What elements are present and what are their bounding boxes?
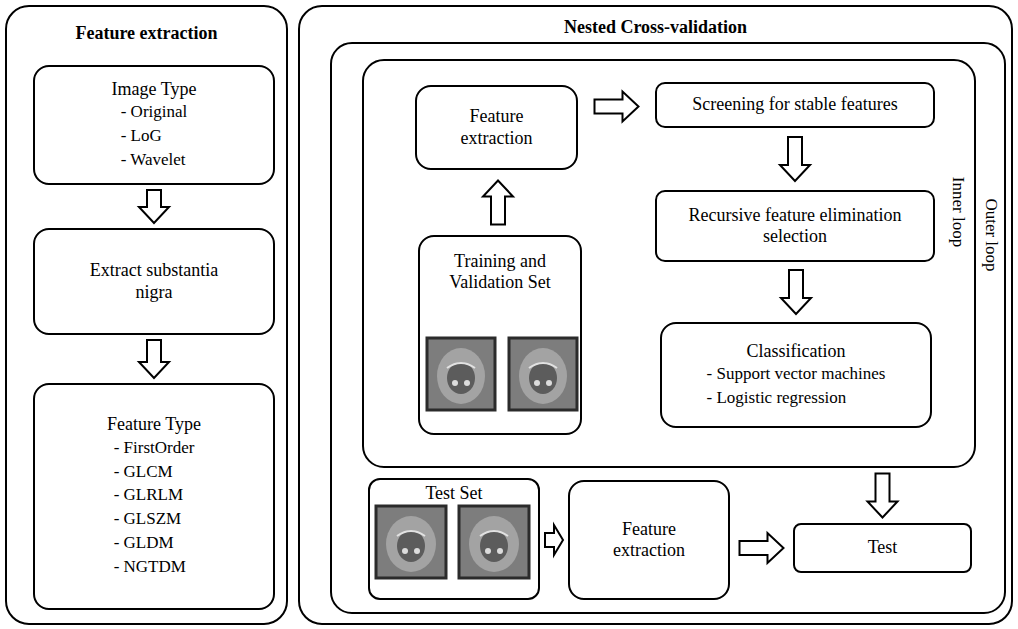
- nigra-spot: [546, 380, 552, 386]
- box-label: Recursive feature elimination selection: [677, 205, 913, 247]
- nigra-spot: [497, 548, 503, 554]
- list-item: - GLCM: [114, 460, 195, 484]
- block-arrow: [868, 474, 898, 518]
- panel-title: Nested Cross-validation: [300, 17, 1011, 38]
- list-item: - GLRLM: [114, 483, 195, 507]
- process-box: Test: [793, 523, 972, 573]
- box-heading: Classification: [747, 341, 846, 362]
- nigra-spot: [485, 548, 491, 554]
- box-label: Training and Validation Set: [438, 251, 562, 293]
- block-arrow: [483, 181, 513, 225]
- box-content: Recursive feature elimination selection: [657, 205, 933, 247]
- block-arrow: [545, 525, 563, 555]
- box-label: Test Set: [425, 483, 482, 504]
- panel: Nested Cross-validationOuter loopInner l…: [298, 5, 1013, 625]
- tissue-edge: [397, 531, 425, 536]
- item-list: - Support vector machines- Logistic regr…: [707, 362, 886, 410]
- item-list: - Original- LoG- Wavelet: [121, 100, 188, 171]
- head-outline: [386, 516, 436, 572]
- mri-slice: [459, 506, 529, 578]
- brainstem: [529, 362, 557, 394]
- box-content: Test: [795, 537, 970, 558]
- brainstem: [447, 362, 475, 394]
- box-content: Feature extraction: [570, 519, 728, 561]
- block-arrow: [139, 340, 169, 378]
- box-content: Training and Validation Set: [420, 251, 580, 293]
- process-box: Screening for stable features: [655, 82, 935, 128]
- loop-label-holder: Outer loop: [981, 198, 1001, 271]
- process-box: Recursive feature elimination selection: [655, 190, 935, 262]
- brainstem: [480, 530, 508, 562]
- tissue-edge: [447, 363, 475, 368]
- tissue-edge: [480, 531, 508, 536]
- list-item: - Support vector machines: [707, 362, 886, 386]
- slice-frame: [427, 338, 495, 410]
- box-content: Classification- Support vector machines-…: [662, 341, 930, 410]
- loop-label-holder: Inner loop: [948, 177, 968, 247]
- process-box: Feature extraction: [415, 85, 578, 170]
- nigra-spot: [464, 380, 470, 386]
- process-box: Image Type- Original- LoG- Wavelet: [33, 65, 275, 185]
- list-item: - Wavelet: [121, 148, 188, 172]
- box-label: Test: [868, 537, 898, 558]
- panel-title-holder: Nested Cross-validation: [300, 17, 1011, 38]
- loop-region: Outer loopInner loopFeature extractionSc…: [330, 42, 1006, 614]
- list-item: - Original: [121, 100, 188, 124]
- list-item: - NGTDM: [114, 555, 195, 579]
- slice-frame: [459, 506, 529, 578]
- box-heading: Image Type: [112, 79, 197, 100]
- box-label: Feature extraction: [590, 519, 708, 561]
- mri-slice: [427, 338, 495, 410]
- process-box: Extract substantia nigra: [33, 228, 275, 335]
- block-arrow: [595, 92, 639, 122]
- head-outline: [437, 348, 485, 404]
- data-box: Test Set: [368, 478, 540, 600]
- slice-frame: [509, 338, 577, 410]
- panel-title: Feature extraction: [7, 23, 286, 44]
- block-arrow: [781, 270, 811, 314]
- panel-title-holder: Feature extraction: [7, 23, 286, 44]
- head-outline: [469, 516, 519, 572]
- head-outline: [519, 348, 567, 404]
- panel: Feature extractionImage Type- Original- …: [5, 5, 288, 625]
- loop-label: Inner loop: [948, 177, 968, 247]
- box-label: Feature extraction: [437, 106, 556, 148]
- nigra-spot: [414, 548, 420, 554]
- tissue-edge: [529, 363, 557, 368]
- loop-region: Inner loop Feature extraction Screening fo…: [362, 59, 976, 468]
- nigra-spot: [534, 380, 540, 386]
- box-content: Feature Type- FirstOrder- GLCM- GLRLM- G…: [35, 414, 273, 578]
- loop-label: Outer loop: [981, 198, 1001, 271]
- box-content: Feature extraction: [417, 106, 576, 148]
- list-item: - Logistic regression: [707, 386, 886, 410]
- list-item: - LoG: [121, 124, 188, 148]
- box-label: Screening for stable features: [692, 94, 897, 115]
- nigra-spot: [452, 380, 458, 386]
- slice-frame: [376, 506, 446, 578]
- data-box: Training and Validation Set: [418, 235, 582, 435]
- block-arrow: [139, 190, 169, 223]
- list-item: - FirstOrder: [114, 436, 195, 460]
- box-label: Extract substantia nigra: [75, 260, 233, 302]
- block-arrow: [780, 137, 810, 181]
- mri-slice: [376, 506, 446, 578]
- process-box: Feature Type- FirstOrder- GLCM- GLRLM- G…: [33, 383, 275, 610]
- box-heading: Feature Type: [107, 414, 201, 435]
- block-arrow: [740, 533, 784, 563]
- nigra-spot: [402, 548, 408, 554]
- process-box: Feature extraction: [568, 480, 730, 600]
- mri-slice: [509, 338, 577, 410]
- item-list: - FirstOrder- GLCM- GLRLM- GLSZM- GLDM- …: [114, 436, 195, 579]
- list-item: - GLDM: [114, 531, 195, 555]
- box-content: Image Type- Original- LoG- Wavelet: [35, 79, 273, 172]
- box-content: Extract substantia nigra: [35, 260, 273, 302]
- process-box: Classification- Support vector machines-…: [660, 322, 932, 428]
- brainstem: [397, 530, 425, 562]
- box-content: Test Set: [370, 483, 538, 504]
- list-item: - GLSZM: [114, 507, 195, 531]
- box-content: Screening for stable features: [657, 94, 933, 115]
